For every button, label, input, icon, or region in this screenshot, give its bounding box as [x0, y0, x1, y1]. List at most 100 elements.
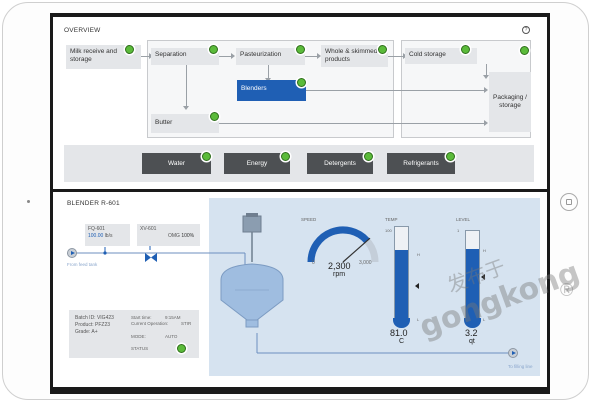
temp-l: L [417, 317, 420, 322]
flow-meter-fq601[interactable]: FQ-601 100.00 lb/s [85, 224, 130, 246]
flow-whole-cold [388, 56, 405, 57]
temp-unit: C [399, 338, 405, 345]
node-label: Pasteurization [240, 51, 282, 58]
level-h: H [483, 248, 486, 253]
outlet-play-icon[interactable] [508, 348, 518, 358]
blender-title: BLENDER R-601 [67, 200, 120, 207]
flow-past-blenders [268, 65, 269, 80]
batch-id: Batch ID: VIG423 [75, 315, 114, 321]
speed-max: 3,000 [359, 260, 372, 266]
overview-title: OVERVIEW [64, 27, 101, 34]
feed-pipe [73, 246, 511, 354]
utility-label: Refrigerants [403, 160, 439, 167]
node-pasteurization[interactable]: Pasteurization [236, 48, 305, 65]
node-label: Packaging / storage [493, 93, 527, 109]
status-ok-icon [364, 152, 373, 161]
node-blenders[interactable]: Blenders [237, 80, 306, 101]
level-bulb [464, 318, 481, 328]
node-label: Butter [155, 119, 173, 126]
flow-sep-butter [186, 65, 187, 108]
status-ok-icon [210, 112, 219, 121]
node-label: Cold storage [409, 51, 446, 58]
temp-gauge [394, 226, 409, 324]
blender-panel: BLENDER R-601 FQ-601 100.00 lb/s XV-601 … [53, 192, 547, 387]
status-ok-icon [281, 152, 290, 161]
utility-water[interactable]: Water [142, 153, 211, 174]
level-value: 3.2 [465, 328, 478, 338]
flow-arrow [231, 53, 235, 59]
level-top: 1 [457, 228, 460, 233]
temp-label: TEMP [385, 217, 398, 222]
temp-fill [395, 250, 408, 323]
current-op-label: Current Operation: [131, 321, 169, 326]
flow-arrow [183, 106, 189, 110]
status-ok-icon [202, 152, 211, 161]
flow-arrow [317, 53, 321, 59]
temp-bulb [393, 318, 410, 328]
xv-label: OMG [168, 233, 180, 239]
status-ok-icon [297, 78, 306, 87]
xv-value: 100% [181, 233, 195, 239]
status-ok-icon [296, 45, 305, 54]
level-l: L [483, 317, 486, 322]
valve-icon[interactable] [145, 249, 157, 262]
speed-label: SPEED [301, 217, 317, 222]
temp-top: 100 [385, 228, 392, 233]
valve-xv601[interactable]: XV-601 OMG 100% [137, 224, 200, 246]
start-time-label: Start time: [131, 315, 152, 320]
node-separation[interactable]: Separation [151, 48, 219, 65]
level-fill [466, 249, 479, 323]
start-time-value: 9:15AM [165, 315, 181, 320]
blender-tank[interactable] [213, 212, 313, 342]
flow-milk-separation [141, 56, 151, 57]
temp-h: H [417, 252, 420, 257]
utility-label: Energy [246, 160, 268, 167]
node-butter[interactable]: Butter [151, 114, 219, 133]
node-label: Separation [155, 51, 187, 58]
node-cold-storage[interactable]: Cold storage [405, 48, 477, 64]
overview-panel: OVERVIEW ? Milk receive and storage Sepa… [53, 17, 547, 189]
level-unit: qt [469, 338, 475, 345]
status-ok-icon [209, 45, 218, 54]
utility-energy[interactable]: Energy [224, 153, 290, 174]
status-ok-icon [177, 344, 186, 353]
node-label: Blenders [241, 85, 267, 92]
fq-unit: lb/s [104, 233, 113, 239]
mode-label: MODE: [131, 334, 146, 339]
batch-product: Product: PFZ23 [75, 322, 111, 328]
node-whole-skimmed[interactable]: Whole & skimmed products [321, 45, 388, 67]
flow-blenders-packaging [306, 90, 486, 91]
utility-refrigerants[interactable]: Refrigerants [387, 153, 455, 174]
status-ok-icon [446, 152, 455, 161]
speed-unit: rpm [333, 271, 346, 278]
status-ok-icon [125, 45, 134, 54]
speed-gauge [307, 226, 379, 263]
flow-arrow [484, 120, 488, 126]
flow-arrow [483, 75, 489, 79]
status-ok-icon [461, 45, 470, 54]
status-label: STATUS [131, 346, 149, 351]
watermark-registered: ® [560, 280, 574, 300]
flow-arrow [484, 87, 488, 93]
fq-value: 100.00 [88, 233, 104, 239]
temp-value: 81.0 [390, 328, 408, 338]
xv-tag: XV-601 [140, 226, 157, 232]
home-button[interactable] [560, 193, 578, 211]
mode-value: AUTO [165, 334, 178, 339]
feed-play-icon[interactable] [67, 248, 77, 258]
temp-setpoint-marker [415, 283, 419, 289]
speed-min: 0 [312, 260, 315, 266]
flow-cold-packaging [486, 64, 487, 77]
help-icon[interactable]: ? [522, 26, 530, 34]
utility-label: Detergents [324, 160, 356, 167]
flow-past-whole [305, 56, 319, 57]
node-packaging-storage[interactable]: Packaging / storage [489, 72, 531, 132]
utility-detergents[interactable]: Detergents [307, 153, 373, 174]
batch-grade: Grade: A+ [75, 329, 98, 335]
flow-butter-packaging [219, 123, 486, 124]
home-button-icon [566, 199, 572, 205]
level-label: LEVEL [456, 217, 471, 222]
level-setpoint-marker [481, 274, 485, 280]
utility-label: Water [167, 160, 186, 167]
node-label: Whole & skimmed products [325, 48, 378, 64]
